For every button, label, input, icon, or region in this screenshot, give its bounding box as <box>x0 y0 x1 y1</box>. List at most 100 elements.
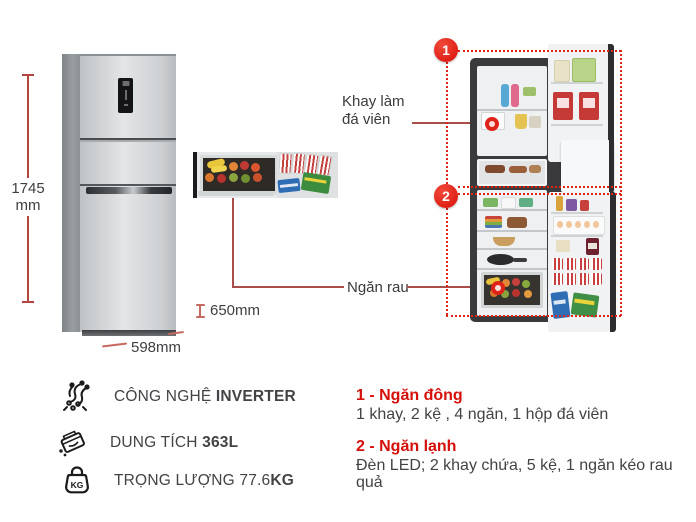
ice-tray-callout: Khay làm đá viên <box>342 93 416 129</box>
height-unit: mm <box>15 197 41 214</box>
ice-tray-connector <box>412 122 486 124</box>
middle-door-closed <box>561 140 614 192</box>
section1-heading: 1 - Ngăn đông <box>356 387 463 404</box>
feature-weight-label: TRỌNG LƯỢNG 77.6KG <box>114 472 295 489</box>
green-pack <box>300 171 332 195</box>
depth-dim-label: 650mm <box>210 302 261 319</box>
yellow-cup <box>515 114 527 129</box>
apple <box>240 161 249 170</box>
width-dim-label: 598mm <box>131 339 182 356</box>
green-pack <box>523 87 536 96</box>
jam-jar <box>586 238 599 255</box>
fridge-shelf <box>477 230 547 232</box>
orange <box>524 290 532 298</box>
green-fruit <box>522 280 530 288</box>
inset-door-bins <box>277 152 338 198</box>
closed-fridge-photo <box>62 54 176 336</box>
door-bin-lip <box>551 212 603 214</box>
capacity-icon <box>54 424 92 462</box>
banana <box>210 164 228 174</box>
inset-drawer-front <box>198 191 274 196</box>
height-dim-line-upper <box>27 75 29 178</box>
open-fridge-photo <box>466 42 621 334</box>
door-bin-lip <box>551 82 603 84</box>
section2-guide-bottom <box>446 315 621 317</box>
inset-frame-edge <box>193 152 197 198</box>
bread-bowl <box>493 237 515 246</box>
frozen-pack <box>529 165 541 173</box>
guide-right-vertical <box>620 50 622 316</box>
feature-row-inverter: CÔNG NGHỆ INVERTER <box>58 378 296 416</box>
apple <box>217 174 226 183</box>
depth-dim-line <box>199 305 201 317</box>
ice-pop-mold-blue <box>501 84 509 107</box>
orange <box>205 173 214 182</box>
height-dim-line-lower <box>27 216 29 302</box>
green-box <box>519 198 533 207</box>
rainbow-cake <box>485 216 502 228</box>
width-dim-left-tick <box>101 342 128 348</box>
green-box <box>572 58 596 82</box>
feature-inverter-label: CÔNG NGHỆ INVERTER <box>114 388 296 405</box>
fridge-shelf <box>477 268 547 270</box>
fridge-base <box>82 330 176 336</box>
white-box <box>501 197 516 209</box>
door-gap-top <box>80 138 176 140</box>
section2-heading: 2 - Ngăn lạnh <box>356 438 457 455</box>
mustard-bottle <box>556 196 563 211</box>
frozen-pack <box>529 116 541 128</box>
frying-pan <box>487 254 514 265</box>
frozen-meat <box>485 165 505 173</box>
fridge-control-panel <box>118 78 133 113</box>
green-fruit <box>501 290 509 298</box>
egg-tray <box>553 216 605 235</box>
marker-1: 1 <box>434 38 458 62</box>
meat-loaf <box>507 217 527 228</box>
ice-pop-mold-pink <box>511 84 519 107</box>
cream-pack <box>556 240 570 252</box>
marker-2: 2 <box>434 184 458 208</box>
weight-icon: KG <box>58 462 96 500</box>
height-dim-bottom-cap <box>22 301 34 303</box>
inverter-icon <box>58 378 96 416</box>
feature-capacity-label: DUNG TÍCH 363L <box>110 434 239 451</box>
height-dim-label: 1745 mm <box>6 180 50 214</box>
fridge-side-panel <box>62 54 80 332</box>
freezer-drawer <box>477 159 547 186</box>
section1-body: 1 khay, 2 kệ , 4 ngăn, 1 hộp đá viên <box>356 406 609 423</box>
vegetable-drawer-inset-photo <box>193 152 338 198</box>
frozen-meat <box>509 166 527 173</box>
fridge-top-edge <box>80 54 176 56</box>
cream-box <box>554 60 570 82</box>
veg-drawer-marker-dot <box>491 281 505 295</box>
apple <box>512 278 520 286</box>
vegetable-pack <box>483 198 498 207</box>
depth-dim-bottom-cap <box>196 316 205 318</box>
veg-connector-horizontal-left <box>232 286 344 288</box>
svg-text:KG: KG <box>71 480 84 490</box>
ice-tray-marker-dot <box>485 117 499 131</box>
section2-body: Đèn LED; 2 khay chứa, 5 kệ, 1 ngăn kéo r… <box>356 457 673 491</box>
guide-left-vertical-lower <box>446 208 448 315</box>
ice-tray-callout-line2: đá viên <box>342 111 391 128</box>
guide-left-vertical-upper <box>446 62 448 184</box>
green-fruit <box>229 173 238 182</box>
height-value: 1745 <box>11 180 45 197</box>
orange <box>253 173 262 182</box>
orange <box>502 279 510 287</box>
fridge-door-open <box>548 192 616 332</box>
green-fruit <box>241 174 250 183</box>
veg-connector-horizontal-right <box>407 286 491 288</box>
section2-guide-top <box>458 193 621 195</box>
ice-tray-callout-line1: Khay làm <box>342 93 405 110</box>
purple-pack <box>566 199 577 211</box>
veg-drawer-callout: Ngăn rau <box>347 279 409 296</box>
pan-handle <box>513 258 527 262</box>
blue-pack <box>277 177 301 194</box>
door-bin-lip <box>551 235 603 237</box>
red-pack <box>580 200 589 211</box>
inset-vegetable-drawer <box>200 155 278 194</box>
fridge-compartment <box>477 190 547 316</box>
apple <box>512 289 520 297</box>
